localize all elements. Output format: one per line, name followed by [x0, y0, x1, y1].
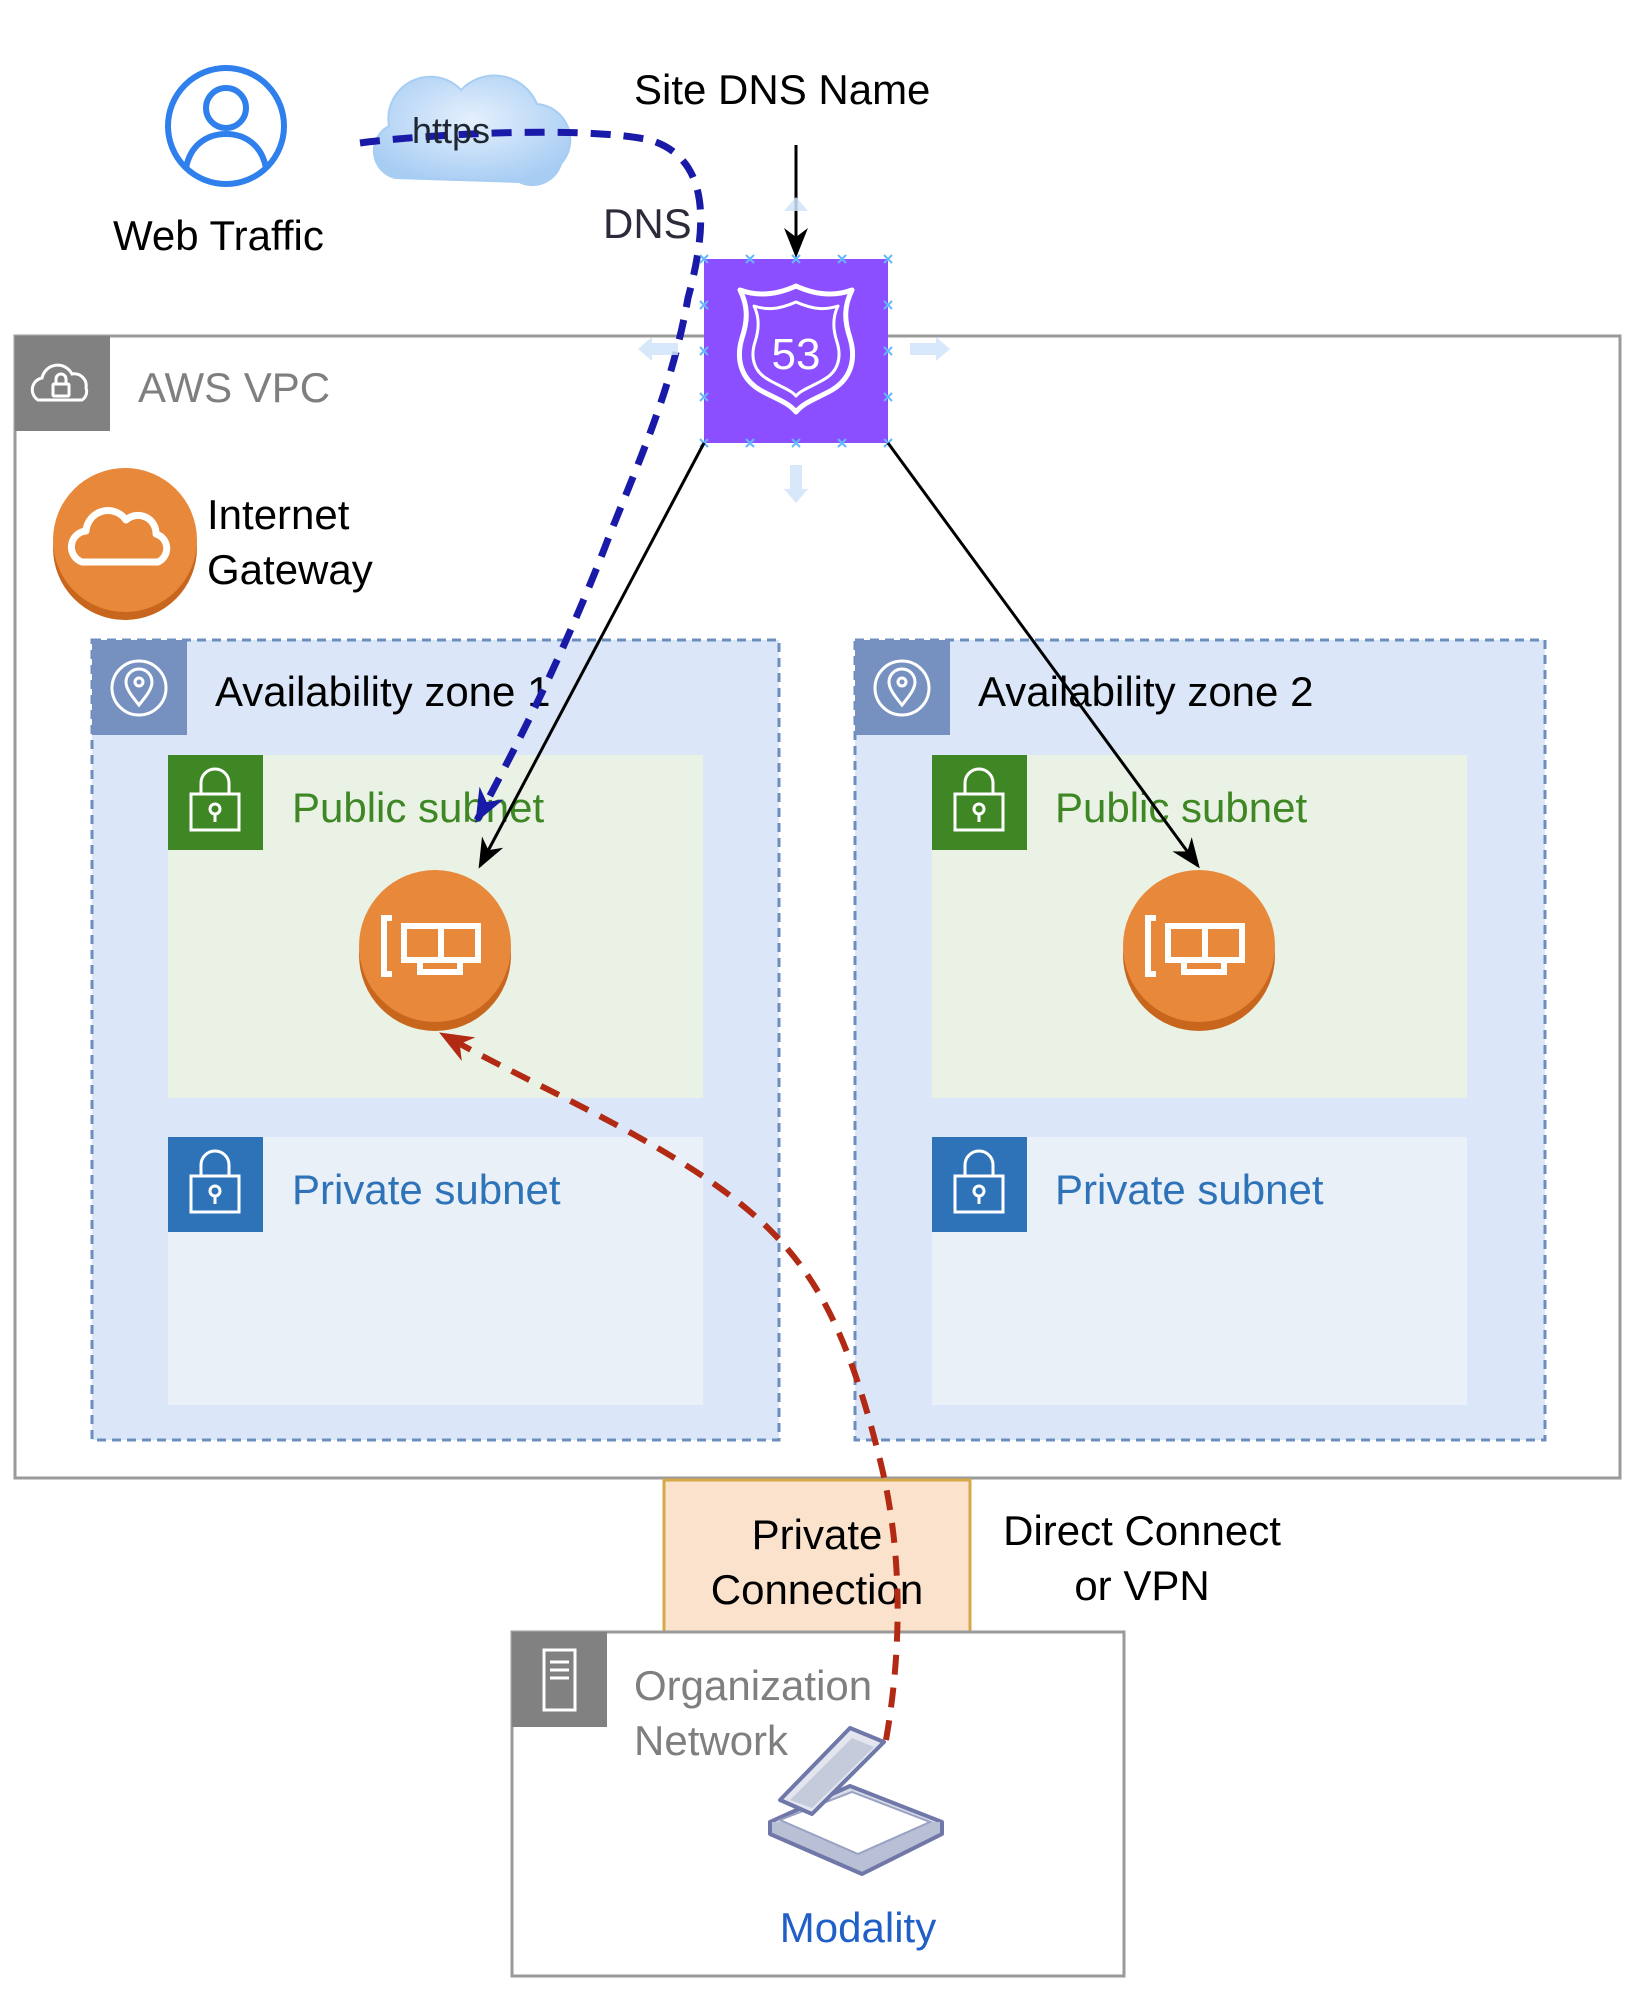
dns-flow-arrow: [359, 128, 705, 823]
zone-2-title: Availability zone 2: [978, 668, 1313, 715]
public-subnet-1-label: Public subnet: [292, 784, 544, 831]
private-connection-label-2: Connection: [711, 1566, 923, 1613]
connection-points: [699, 254, 893, 448]
private-connection-flow-arrow: [439, 1031, 901, 1741]
direct-connect-label-1: Direct Connect: [1003, 1507, 1281, 1554]
internet-gateway: Internet Gateway: [53, 468, 373, 620]
modality-label: Modality: [780, 1904, 936, 1951]
direct-connect-label-2: or VPN: [1074, 1562, 1209, 1609]
dns-label: DNS: [603, 200, 692, 247]
lock-icon: [189, 1149, 241, 1214]
lock-icon: [953, 767, 1005, 832]
organization-network: Organization Network Modality: [510, 1630, 1126, 1978]
internet-gateway-label-2: Gateway: [207, 546, 373, 593]
private-connection-label-1: Private: [752, 1511, 883, 1558]
network-interface-icon[interactable]: [1123, 870, 1275, 1031]
internet-gateway-label-1: Internet: [207, 491, 350, 538]
route-arrow-zone-2: [886, 442, 1200, 869]
user-icon: [165, 65, 287, 187]
https-label: https: [412, 110, 490, 151]
lock-icon: [953, 1149, 1005, 1214]
private-connection: Private Connection: [662, 1478, 972, 1634]
location-pin-icon: [110, 659, 168, 717]
web-traffic: Web Traffic: [113, 65, 324, 259]
scanner-icon[interactable]: [768, 1726, 944, 1876]
availability-zone-1: Availability zone 1 Public subnet Privat…: [90, 638, 781, 1442]
web-traffic-label: Web Traffic: [113, 212, 324, 259]
org-network-title-2: Network: [634, 1717, 789, 1764]
zone-1-title: Availability zone 1: [215, 668, 550, 715]
cloud-lock-icon: [30, 363, 89, 402]
server-icon: [542, 1648, 577, 1712]
internet-gateway-icon: [53, 468, 197, 612]
location-pin-icon: [873, 659, 931, 717]
route53-number: 53: [772, 330, 821, 379]
https-cloud-icon: [372, 74, 572, 187]
lock-icon: [189, 767, 241, 832]
site-dns-label: Site DNS Name: [634, 66, 930, 113]
public-subnet-2-label: Public subnet: [1055, 784, 1307, 831]
private-subnet-1-label: Private subnet: [292, 1166, 561, 1213]
vpc-title: AWS VPC: [138, 364, 330, 411]
availability-zone-2: Availability zone 2 Public subnet Privat…: [853, 638, 1547, 1442]
route-arrow-zone-1: [478, 442, 706, 869]
org-network-title-1: Organization: [634, 1662, 872, 1709]
network-interface-icon[interactable]: [359, 870, 511, 1031]
selection-handles: [638, 197, 950, 503]
private-subnet-2-label: Private subnet: [1055, 1166, 1324, 1213]
route53-node[interactable]: 53: [699, 254, 893, 448]
